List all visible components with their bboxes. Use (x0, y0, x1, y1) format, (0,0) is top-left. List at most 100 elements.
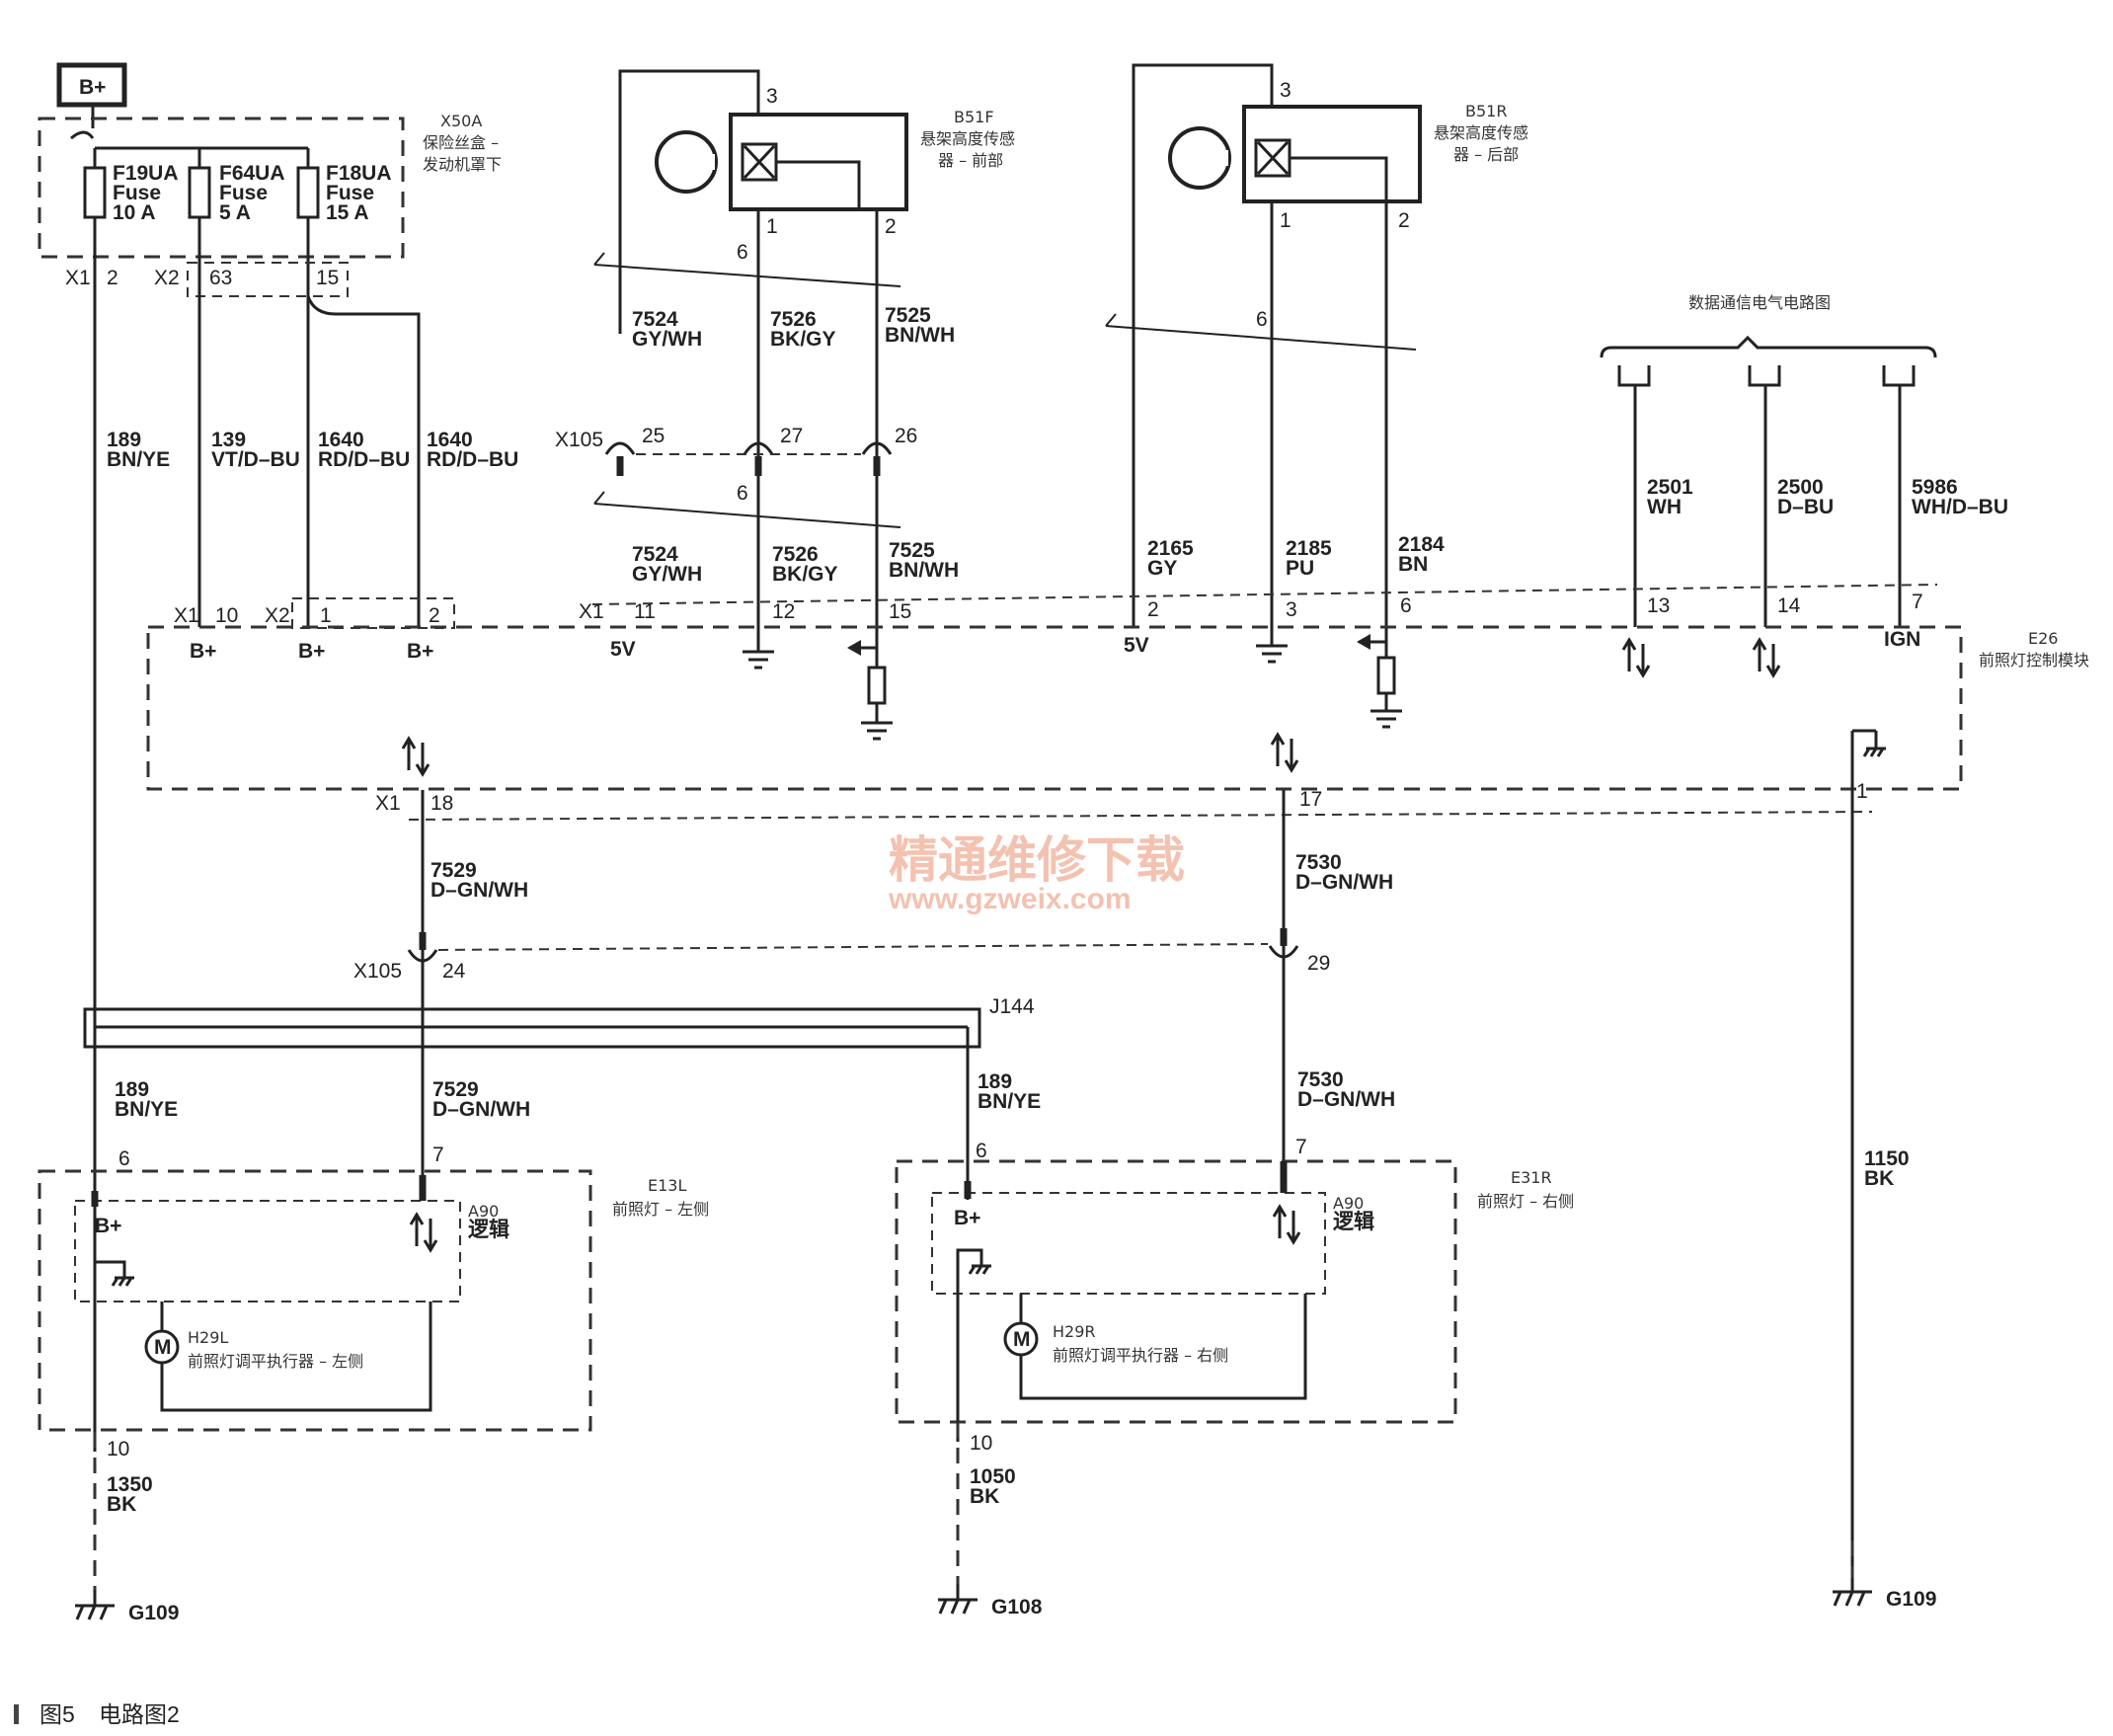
wire-189-color: BN/YE (107, 448, 170, 471)
fuse-conn-x2: X2 (154, 267, 180, 289)
rear-sensor-ref: B51R (1465, 102, 1507, 120)
headlamp-left-logic-box (74, 1200, 461, 1302)
x105-bottom-ref: X105 (353, 960, 402, 983)
module-pin-12: 12 (772, 600, 795, 623)
wire-1640b-color: RD/D–BU (427, 448, 518, 471)
fuse-pin-15: 15 (316, 267, 339, 289)
headlamp-control-module (146, 625, 1963, 791)
wire-7529-num: 7529 (430, 859, 477, 882)
wire-7529l-color: D–GN/WH (432, 1098, 530, 1121)
wire-7524-color: GY/WH (632, 328, 702, 351)
headlamp-left-name: 前照灯 – 左侧 (612, 1200, 709, 1219)
x105-pin26-female (861, 441, 893, 455)
x105-pin29-male (1268, 945, 1299, 959)
caption-title: 电路图2 (99, 1701, 180, 1727)
module-x2-conn (291, 597, 455, 629)
module-x1-label: X1 (174, 604, 199, 627)
wire-2165-num: 2165 (1147, 537, 1194, 560)
ground-g108-icon (938, 1584, 978, 1615)
wire-1050-num: 1050 (970, 1465, 1016, 1488)
wire-7530-color: D–GN/WH (1295, 871, 1393, 894)
fuse-1-name: F19UA (113, 162, 179, 185)
fuse-f64ua (188, 166, 211, 219)
rear-sensor-pin1: 1 (1280, 209, 1291, 232)
ground-g109-left-icon (75, 1590, 115, 1620)
headlamp-left-pin7: 7 (432, 1144, 444, 1166)
headlamp-right-pin10: 10 (970, 1432, 992, 1455)
module-pin-18: 18 (430, 792, 453, 815)
fuse-2-type: Fuse (219, 182, 268, 204)
rear-sensor-pin3: 3 (1280, 79, 1291, 102)
module-arrows-18 (401, 736, 430, 777)
headlamp-right-motor-m: M (1013, 1328, 1031, 1351)
wire-189l-num: 189 (115, 1078, 149, 1101)
wire-7530l-num: 7530 (1297, 1068, 1344, 1091)
rear-sensor-wheel-icon (1168, 126, 1231, 190)
headlamp-left-pin6: 6 (118, 1147, 130, 1170)
x105-bottom-outline (437, 943, 1269, 951)
wire-7525-color: BN/WH (885, 324, 955, 347)
wire-189l-color: BN/YE (115, 1098, 178, 1121)
wire-7526b-num: 7526 (772, 543, 819, 566)
x105-pin25: 25 (642, 425, 665, 447)
front-shield-upper (593, 264, 901, 287)
front-shield-label: 6 (737, 241, 748, 264)
wire-7525b-color: BN/WH (889, 559, 959, 582)
headlamp-right-outline (895, 1159, 1457, 1424)
headlamp-right-motor-icon (1003, 1321, 1039, 1357)
front-sensor-ref: B51F (954, 108, 994, 126)
module-pin-13: 13 (1647, 594, 1670, 617)
headlamp-right-motor-ref: H29R (1053, 1322, 1096, 1341)
headlamp-right-bplus: B+ (954, 1207, 980, 1229)
headlamp-right-ground-path (956, 1248, 983, 1442)
wire-189r-num: 189 (978, 1070, 1012, 1093)
front-sensor-name: 悬架高度传感 (920, 129, 1015, 148)
wire-189r-color: BN/YE (978, 1090, 1041, 1113)
fuse-f18ua (296, 166, 320, 219)
module-ref: E26 (2028, 629, 2058, 648)
rear-shield (1105, 325, 1417, 351)
front-sensor-body (729, 113, 908, 211)
x105-top-ref: X105 (555, 429, 603, 451)
wire-2185-color: PU (1286, 557, 1314, 580)
wire-7529l-num: 7529 (432, 1078, 479, 1101)
wire-139-color: VT/D–BU (211, 448, 300, 471)
rear-shield-label: 6 (1256, 308, 1268, 331)
module-ground-rear-icon (1256, 644, 1288, 664)
rear-sensor-name2: 器 – 后部 (1453, 145, 1519, 164)
module-pin-14: 14 (1777, 594, 1801, 617)
fuse-3-rating: 15 A (326, 201, 369, 224)
module-pin-17: 17 (1299, 788, 1322, 811)
fuse-f19ua (83, 166, 107, 219)
module-ign: IGN (1884, 628, 1920, 651)
fuse-box-name: 保险丝盒 – (423, 133, 499, 152)
wire-1640a-color: RD/D–BU (318, 448, 410, 471)
headlamp-right-ref: E31R (1511, 1168, 1552, 1187)
fuse-3-name: F18UA (326, 162, 392, 185)
module-pin-10: 10 (215, 604, 238, 627)
wire-7524-num: 7524 (632, 308, 678, 331)
fuse-pin-2: 2 (107, 267, 118, 289)
x105-pin27-female (743, 441, 774, 455)
rear-sensor-pin2: 2 (1398, 209, 1410, 232)
headlamp-right-motor-name: 前照灯调平执行器 – 右侧 (1053, 1346, 1228, 1365)
data-comm-socket-3 (1882, 365, 1916, 387)
x105-pin24-male (407, 949, 438, 963)
module-data-arrows-14 (1752, 637, 1781, 678)
fuse-3-type: Fuse (326, 182, 374, 204)
fuse-2-rating: 5 A (219, 201, 251, 224)
wire-2500-num: 2500 (1777, 476, 1824, 499)
headlamp-right-name: 前照灯 – 右侧 (1477, 1192, 1574, 1211)
wire-1350-num: 1350 (107, 1473, 153, 1496)
headlamp-right-arrows (1272, 1204, 1301, 1245)
module-x1-top-conn (591, 584, 1938, 605)
module-bplus-1: B+ (190, 640, 216, 663)
module-arrows-17 (1270, 732, 1299, 773)
fuse-x2-connector (187, 262, 349, 297)
ground-g109-right-icon (1833, 1578, 1872, 1607)
wire-7526-num: 7526 (770, 308, 817, 331)
wire-2501-color: WH (1647, 496, 1682, 518)
wire-7524b-num: 7524 (632, 543, 678, 566)
x105-pin26: 26 (895, 425, 917, 447)
fuse-conn-x1: X1 (65, 267, 91, 289)
